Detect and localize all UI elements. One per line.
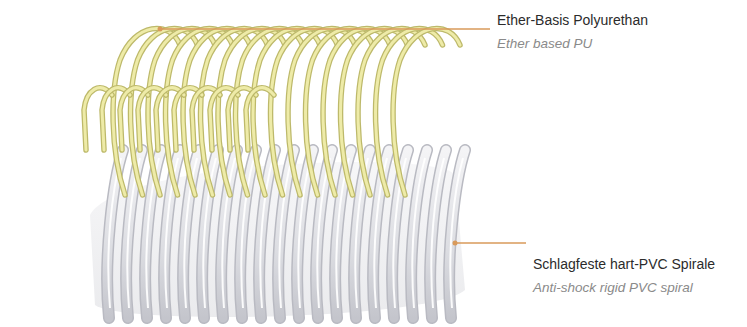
pu-strand-edge [376, 28, 443, 195]
pu-strand [246, 88, 274, 150]
part-name: Ether-Basis Polyurethan [495, 12, 650, 29]
pu-strand [393, 28, 460, 195]
leader-line [455, 242, 526, 243]
pvc-rib-highlight [412, 158, 425, 308]
pvc-spiral [107, 150, 465, 318]
pvc-rib-highlight [450, 158, 463, 308]
pvc-rib [449, 150, 465, 318]
part-name: Schlagfeste hart-PVC Spirale [531, 256, 717, 273]
pvc-rib-highlight [279, 158, 292, 308]
leader-dot [158, 27, 163, 32]
pu-strands [84, 28, 460, 195]
part-name-translation: Ether based PU [495, 35, 594, 52]
part-name-translation: Anti-shock rigid PVC spiral [531, 279, 695, 296]
pu-strand-edge [393, 28, 460, 195]
leader-line [160, 28, 490, 29]
leader-lines [158, 27, 527, 246]
pu-strand [376, 28, 443, 195]
leader-dot [453, 241, 458, 246]
pu-strand-edge [246, 88, 274, 150]
pvc-rib-highlight [298, 158, 311, 308]
pvc-rib-highlight [431, 158, 444, 308]
pvc-rib-shadow [449, 150, 465, 318]
